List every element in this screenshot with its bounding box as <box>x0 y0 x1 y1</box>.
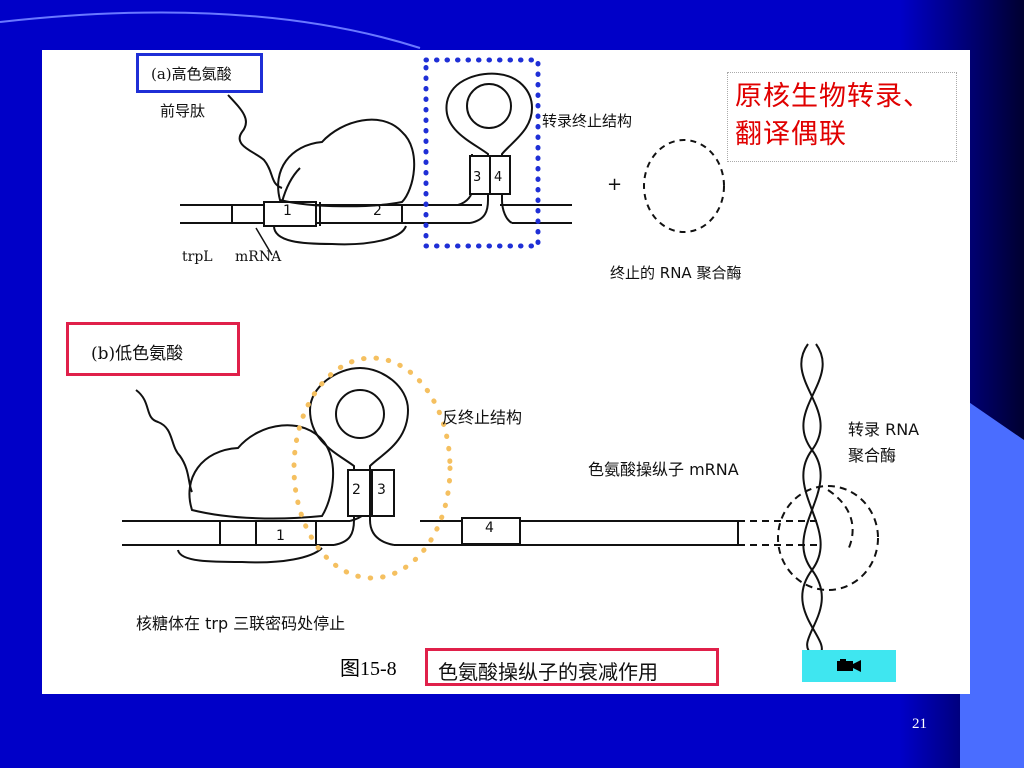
region-4-label-b: 4 <box>485 520 494 536</box>
region-2-box-b <box>347 469 371 517</box>
trpl-label: trpL <box>182 249 213 265</box>
region-1-label-a: 1 <box>283 203 292 219</box>
leader-peptide-label: 前导肽 <box>160 102 206 120</box>
terminated-rnap-circle <box>643 139 725 233</box>
video-button[interactable] <box>802 650 896 682</box>
figure-caption: 色氨酸操纵子的衰减作用 <box>425 648 719 686</box>
camera-icon <box>837 659 861 672</box>
terminator-highlight-box <box>423 57 541 249</box>
mrna-label-a: mRNA <box>235 249 282 265</box>
plus-sign: + <box>607 174 623 195</box>
decorative-blue-shape <box>960 396 1024 768</box>
terminator-label: 转录终止结构 <box>542 112 633 130</box>
region-4-box-b <box>461 517 521 545</box>
antiterminator-highlight <box>291 355 453 581</box>
transcribing-rnap-label-1: 转录 RNA <box>848 420 920 439</box>
attenuation-diagram <box>122 57 879 655</box>
slide-number: 21 <box>912 716 927 732</box>
note-line-1: 原核生物转录、 <box>735 81 931 112</box>
region-3-label-b: 3 <box>377 482 386 498</box>
region-3-label-a: 3 <box>473 170 482 185</box>
panel-a-title: (a)高色氨酸 <box>136 53 263 93</box>
region-2-label-a: 2 <box>373 203 382 219</box>
figure-number: 图15-8 <box>340 658 397 680</box>
terminated-rnap-label: 终止的 RNA 聚合酶 <box>610 264 742 282</box>
decorative-swoosh <box>0 11 421 49</box>
ribosome-stall-label: 核糖体在 trp 三联密码处停止 <box>136 614 346 633</box>
region-2-label-b: 2 <box>352 482 361 498</box>
region-3-box-b <box>371 469 395 517</box>
note-line-2: 翻译偶联 <box>735 119 847 150</box>
coupling-note: 原核生物转录、 翻译偶联 <box>727 72 957 162</box>
panel-b-title: (b)低色氨酸 <box>66 322 240 376</box>
antiterminator-label: 反终止结构 <box>442 408 523 427</box>
panel-a-drawing <box>180 57 725 256</box>
operon-mrna-label: 色氨酸操纵子 mRNA <box>588 460 739 479</box>
region-4-label-a: 4 <box>494 170 503 185</box>
panel-b-drawing <box>122 343 879 655</box>
transcribing-rnap-label-2: 聚合酶 <box>848 446 897 465</box>
transcribing-rnap-circle <box>777 485 879 591</box>
region-4-box-a <box>489 155 511 195</box>
region-1-label-b: 1 <box>276 528 285 544</box>
